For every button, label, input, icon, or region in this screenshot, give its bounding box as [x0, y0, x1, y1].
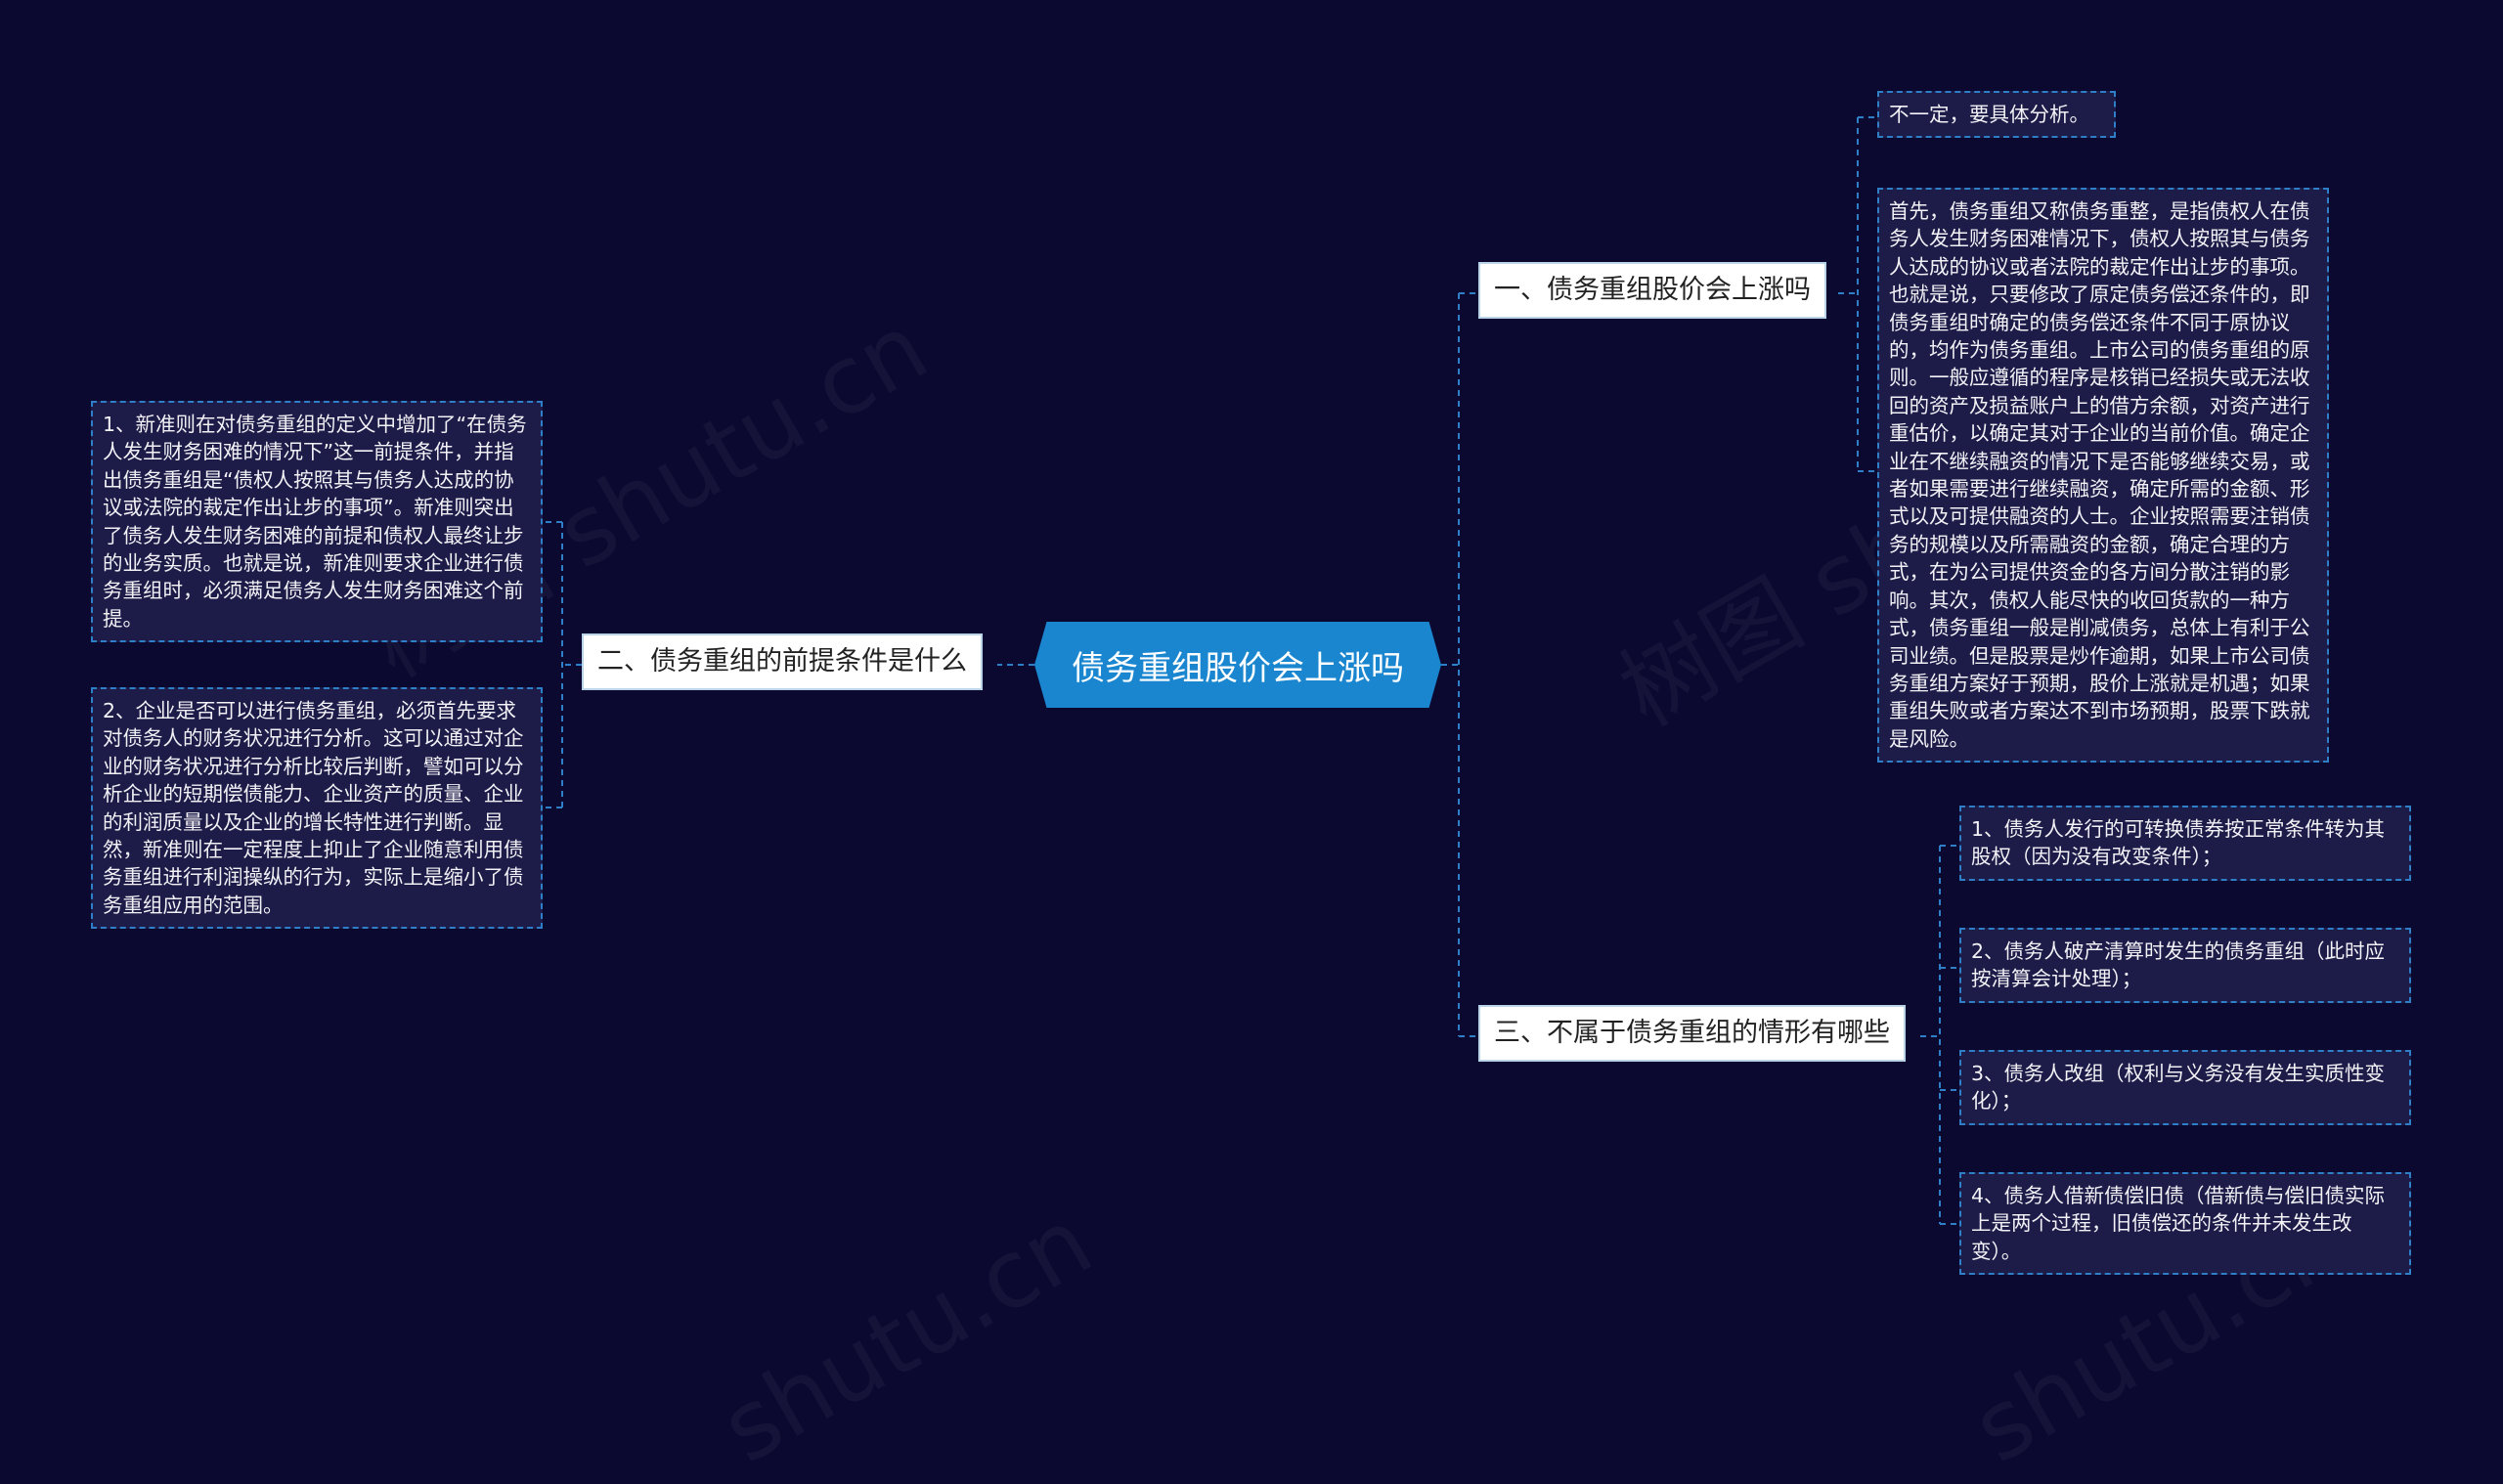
branch-3-leaf-2[interactable]: 2、债务人破产清算时发生的债务重组（此时应按清算会计处理）；	[1959, 928, 2411, 1003]
connector-lines	[543, 116, 1959, 1225]
branch-1-topic[interactable]: 一、债务重组股价会上涨吗	[1478, 262, 1826, 319]
branch-3-leaf-3[interactable]: 3、债务人改组（权利与义务没有发生实质性变化）；	[1959, 1050, 2411, 1125]
branch-1-leaf-1[interactable]: 不一定，要具体分析。	[1877, 91, 2116, 139]
branch-3-leaf-1[interactable]: 1、债务人发行的可转换债券按正常条件转为其股权（因为没有改变条件）；	[1959, 806, 2411, 881]
branch-2-leaf-2[interactable]: 2、企业是否可以进行债务重组，必须首先要求对债务人的财务状况进行分析。这可以通过…	[91, 687, 543, 930]
branch-2-topic[interactable]: 二、债务重组的前提条件是什么	[582, 633, 983, 690]
branch-2-leaf-1[interactable]: 1、新准则在对债务重组的定义中增加了“在债务人发生财务困难的情况下”这一前提条件…	[91, 401, 543, 643]
branch-1-leaf-2[interactable]: 首先，债务重组又称债务重整，是指债权人在债务人发生财务困难情况下，债权人按照其与…	[1877, 188, 2329, 764]
branch-3-topic[interactable]: 三、不属于债务重组的情形有哪些	[1478, 1005, 1906, 1062]
mindmap-canvas: 树图 shutu.cn 树图 shutu.cn shutu.cn shutu.c…	[91, 91, 2411, 1484]
branch-3-leaf-4[interactable]: 4、债务人借新债偿旧债（借新债与偿旧债实际上是两个过程，旧债偿还的条件并未发生改…	[1959, 1172, 2411, 1276]
central-topic[interactable]: 债务重组股价会上涨吗	[1034, 622, 1441, 708]
